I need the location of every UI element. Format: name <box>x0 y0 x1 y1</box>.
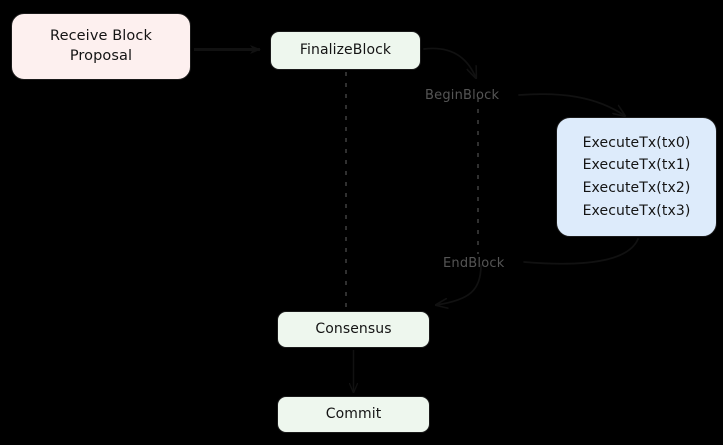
node-commit[interactable]: Commit <box>277 396 430 433</box>
edge-label-end-block: EndBlock <box>443 256 505 271</box>
node-label-line: FinalizeBlock <box>299 42 392 59</box>
node-label-line: Commit <box>325 406 382 423</box>
edge-endblock-to-consensus <box>436 264 482 305</box>
node-label-line: Proposal <box>69 47 133 64</box>
node-label-line: Consensus <box>315 321 392 338</box>
node-label-line: Receive Block <box>50 28 152 45</box>
node-execute-tx[interactable]: ExecuteTx(tx0) ExecuteTx(tx1) ExecuteTx(… <box>556 117 717 237</box>
node-label-line: ExecuteTx(tx0) <box>582 134 691 151</box>
edge-label-begin-block: BeginBlock <box>425 88 500 103</box>
edge-finalize-to-beginblock <box>423 47 476 78</box>
node-label-line: ExecuteTx(tx1) <box>582 157 691 174</box>
edge-executetx-to-endblock <box>523 238 639 265</box>
node-label-line: ExecuteTx(tx2) <box>582 180 691 196</box>
node-label-line: ExecuteTx(tx3) <box>582 202 691 219</box>
node-finalize-block[interactable]: FinalizeBlock <box>270 31 421 70</box>
node-consensus[interactable]: Consensus <box>277 311 430 348</box>
node-receive-block-proposal[interactable]: Receive Block Proposal <box>11 13 191 80</box>
edge-beginblock-to-executetx <box>518 93 625 116</box>
